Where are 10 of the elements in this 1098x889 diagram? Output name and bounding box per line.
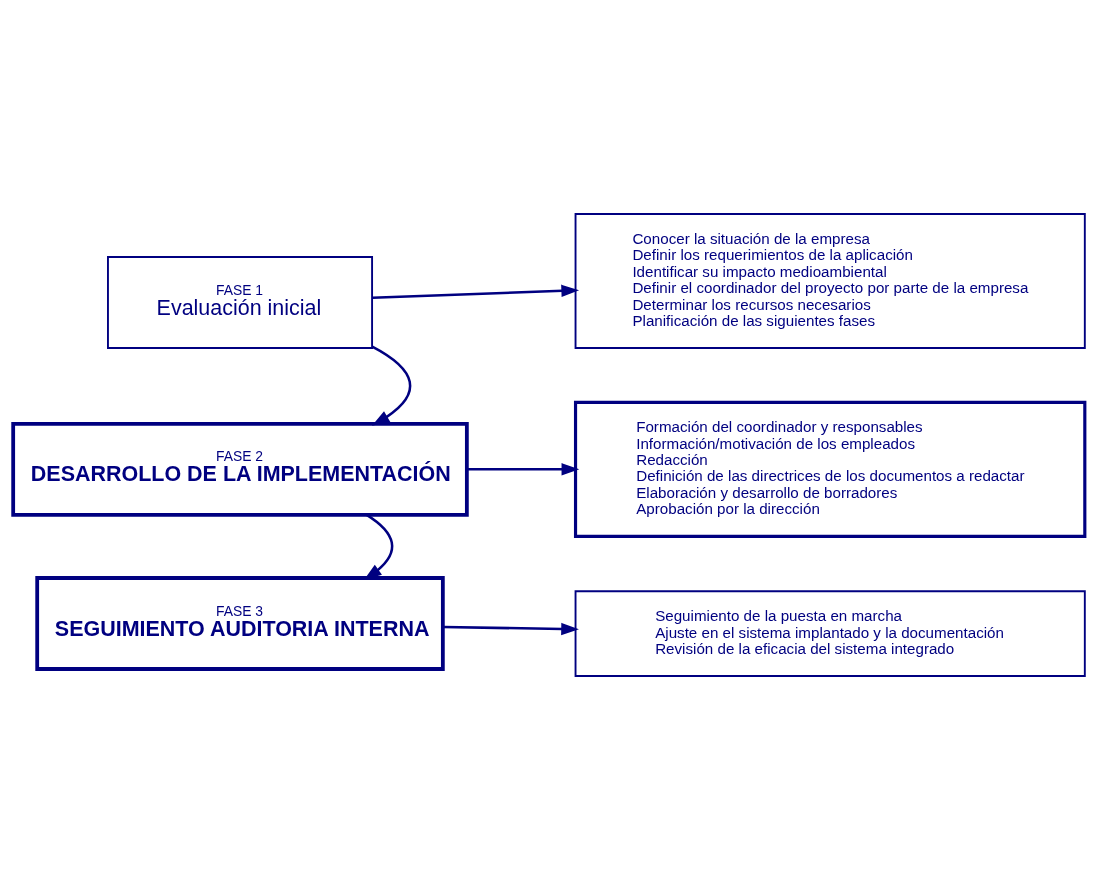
node-box: FASE 1 Evaluación inicial — [107, 255, 374, 349]
arrow — [467, 462, 580, 476]
node-box: FASE 2 DESARROLLO DE LA IMPLEMENTACIÓN — [11, 421, 469, 517]
node-box: FASE 3 SEGUIMIENTO AUDITORIA INTERNA — [35, 575, 445, 671]
node-box: Seguimiento de la puesta en marcha Ajuste en el sistema implantado y la documentación Revisión de la eficacia del sistema integrado — [574, 589, 1086, 677]
arrow — [443, 622, 579, 635]
node-box: Formación del coordinador y responsables Información/motivación de los empleados Redacción Definición de las directrices de los documentos a redactar Elaboración y desarrollo de borradores Aprobación por la dirección — [573, 400, 1087, 538]
node-box: Conocer la situación de la empresa Definir los requerimientos de la aplicación Identificar su impacto medioambiental Definir el coordinador del proyecto por parte de la empresa Determinar los recursos necesarios Planificación de las siguientes fases — [574, 212, 1086, 349]
arrow — [372, 284, 580, 299]
arrow — [371, 344, 412, 426]
